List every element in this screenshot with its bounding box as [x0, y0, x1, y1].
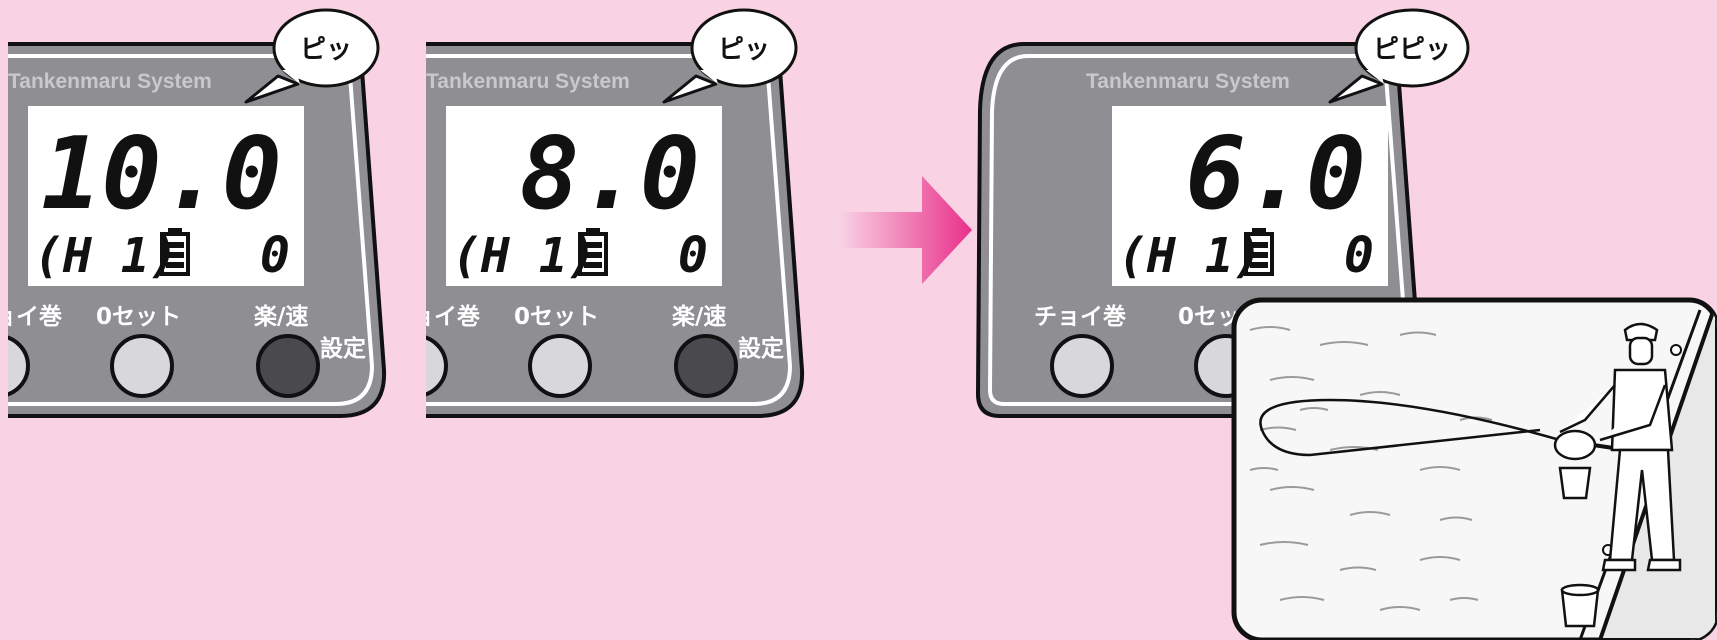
depth-readout: 6.0 [1185, 115, 1366, 232]
settei-label: 設定 [320, 335, 366, 362]
zero-set-button[interactable] [110, 334, 174, 398]
zero-set-label: 0セット [514, 304, 599, 330]
device-panel-1: Tankenmaru System 10.0 (H 1) 0 チョイ巻 0セット… [0, 42, 387, 418]
speech-bubble-3: ピピッ [1328, 8, 1470, 104]
raku-soku-button[interactable] [674, 334, 738, 398]
settei-label: 設定 [738, 335, 784, 362]
device-panel-2: Tankenmaru System 8.0 (H 1) 0 チョイ巻 0セット … [386, 42, 805, 418]
choi-maki-label: チョイ巻 [388, 304, 480, 330]
choi-maki-button[interactable] [1050, 334, 1114, 398]
arrow-icon [840, 176, 972, 284]
fisherman [1559, 322, 1682, 572]
beep-text: ピピッ [1373, 35, 1451, 65]
battery-icon [578, 228, 608, 276]
speech-bubble-1: ピッ [244, 8, 380, 104]
brand-label: Tankenmaru System [426, 70, 630, 93]
speech-bubble-2: ピッ [662, 8, 798, 104]
battery-icon [1244, 228, 1274, 276]
mode-indicator: (H 1) [1118, 228, 1263, 284]
count-readout: 0 [260, 226, 290, 284]
choi-maki-button[interactable] [0, 335, 30, 397]
choi-maki-label: チョイ巻 [1034, 304, 1126, 330]
raku-soku-button[interactable] [256, 334, 320, 398]
zero-set-button[interactable] [528, 334, 592, 398]
mode-indicator: (H 1) [34, 228, 179, 284]
battery-icon [160, 228, 190, 276]
choi-maki-button[interactable] [386, 335, 448, 397]
brand-label: Tankenmaru System [8, 70, 212, 93]
beep-text: ピッ [300, 35, 352, 65]
brand-label: Tankenmaru System [1086, 70, 1290, 93]
depth-readout: 8.0 [519, 115, 700, 232]
raku-soku-label: 楽/速 [672, 303, 726, 330]
choi-maki-label: チョイ巻 [0, 304, 62, 330]
beep-text: ピッ [718, 35, 770, 65]
zero-set-label: 0セット [96, 304, 181, 330]
fishing-illustration [1231, 297, 1717, 640]
count-readout: 0 [1344, 226, 1374, 284]
depth-readout: 10.0 [41, 115, 282, 232]
mode-indicator: (H 1) [452, 228, 597, 284]
count-readout: 0 [678, 226, 708, 284]
raku-soku-label: 楽/速 [254, 303, 308, 330]
